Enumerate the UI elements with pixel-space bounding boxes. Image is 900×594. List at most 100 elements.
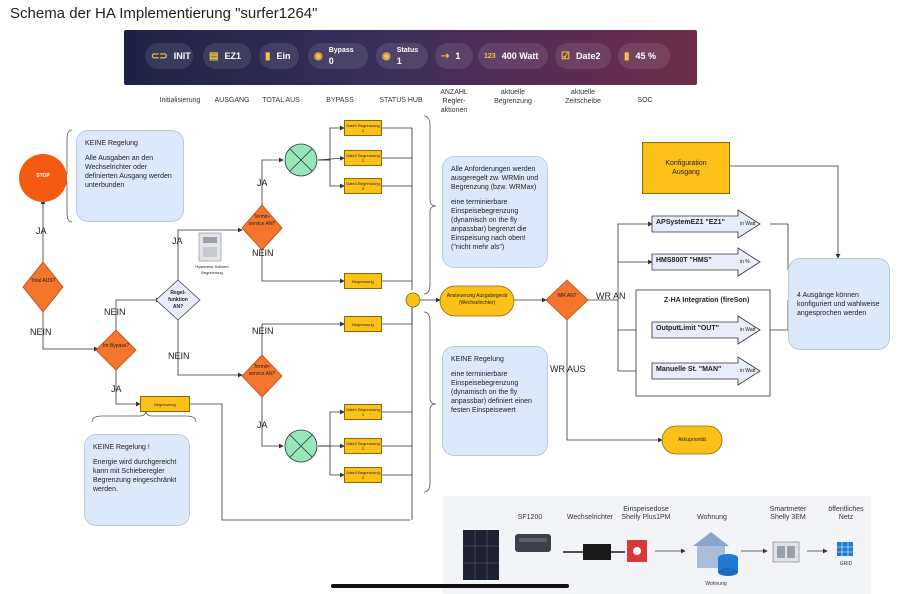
regleraktionen-pill[interactable]: ⇢1 (435, 43, 473, 69)
sf1200-icon (515, 534, 551, 552)
zeitscheibe-pill[interactable]: ☑Date2 (555, 43, 611, 69)
caption-status-hub: STATUS HUB (379, 97, 423, 104)
number-icon: 123 (484, 52, 496, 60)
smartmeter-icon (772, 541, 800, 563)
date3-bottom-box: Date3 Begrenzung 3 (344, 467, 382, 483)
smartmeter-label: Smartmeter Shelly 3EM (769, 506, 807, 521)
ja-label-bypass: JA (111, 384, 122, 394)
list-icon: ▤ (209, 50, 219, 62)
grid-label: GRID (839, 561, 853, 567)
init-pill[interactable]: ⊂⊃INIT (145, 43, 193, 69)
wechselrichter-label: Wechselrichter (566, 514, 614, 521)
inverter-icon (563, 544, 625, 560)
eye-icon: ◉ (314, 50, 323, 62)
out-label: OutputLimit "OUT" (656, 325, 720, 332)
regelfunktion-diamond (155, 279, 201, 321)
akku-label: Akkupriorität (678, 437, 706, 443)
ausgang-pill[interactable]: ▤EZ1 (203, 43, 251, 69)
note-keine-regelung-top: KEINE Regelung Alle Ausgaben an den Wech… (76, 130, 184, 222)
hardware-diagram (463, 530, 853, 580)
hardware-panel (443, 496, 871, 594)
termin-bottom-diamond (241, 354, 283, 398)
note-keine-regelung-mid: KEINE Regelung eine terminierbare Einspe… (442, 346, 548, 456)
home-indicator[interactable] (331, 584, 569, 588)
hysterese-device-icon (198, 232, 222, 262)
begrenzung-bypass-box: Begrenzung (140, 396, 190, 412)
caption-ausgang: AUSGANG (214, 97, 250, 104)
total-aus-label: Total AUS? (30, 278, 56, 284)
nein-label-total: NEIN (30, 327, 52, 337)
sf1200-label: SF1200 (517, 514, 543, 521)
ansteuerung-label: Ansteuerung Ausgabegerät (Wechselrichter… (446, 293, 508, 306)
date2-top-box: Date2 Begrenzung 2 (344, 150, 382, 166)
nein-label-bypass: NEIN (104, 307, 126, 317)
soc-pill[interactable]: ▮45 % (618, 43, 670, 69)
ja-label-regel: JA (172, 236, 183, 246)
switch-top (284, 143, 318, 177)
toggle-icon: ⊂⊃ (151, 50, 168, 62)
nein-label-termin-top: NEIN (252, 248, 274, 258)
total-aus-diamond (22, 261, 64, 313)
einspeisedose-label: Einspeisedose Shelly Plus1PM (621, 506, 671, 521)
date1-top-box: Date1 Begrenzung 1 (344, 120, 382, 136)
note-ausgaenge: 4 Ausgänge können konfiguriert und wahlw… (788, 258, 890, 350)
hms-unit: in % (740, 259, 750, 265)
database-icon (718, 554, 738, 576)
solar-panel-icon (463, 530, 499, 580)
ja-label-termin-top: JA (257, 178, 268, 188)
battery-icon: ▮ (265, 50, 271, 62)
note-anforderungen: Alle Anforderungen werden ausgeregelt zw… (442, 156, 548, 268)
bypass-label: Im Bypass? (102, 343, 130, 349)
hms-label: HMS800T "HMS" (656, 257, 712, 264)
konfiguration-box: Konfiguration Ausgang (642, 142, 730, 194)
ez1-unit: in Watt (740, 221, 756, 227)
nein-label-termin-bottom: NEIN (252, 326, 274, 336)
man-label: Manuelle St. "MAN" (656, 366, 722, 373)
total-aus-pill[interactable]: ▮Ein (259, 43, 299, 69)
wr-aus-branch-label: WR AUS (550, 364, 586, 374)
netz-label: öffentliches Netz (828, 506, 864, 521)
switch-bottom (284, 429, 318, 463)
caption-init: Initialisierung (159, 97, 201, 104)
integration-box (635, 289, 771, 397)
ja-label-termin-bottom: JA (257, 420, 268, 430)
integration-title: Z-HA Integration (fireSon) (664, 297, 750, 304)
nein-label-regel: NEIN (168, 351, 190, 361)
stop-node (19, 154, 67, 202)
caption-bypass: BYPASS (326, 97, 354, 104)
grid-icon (837, 542, 853, 556)
page-title: Schema der HA Implementierung "surfer126… (10, 5, 318, 22)
out-unit: in Watt (740, 327, 756, 333)
date2-bottom-box: Date2 Begrenzung 2 (344, 438, 382, 454)
date1-bottom-box: Date1 Begrenzung 1 (344, 404, 382, 420)
begrenzung-mid-box: Begrenzung (344, 316, 382, 332)
hms-arrow (651, 247, 761, 277)
caption-total-aus: TOTAL AUS (262, 97, 300, 104)
ansteuerung-node (439, 285, 515, 317)
ja-label-total: JA (36, 226, 47, 236)
date3-top-box: Date3 Begrenzung 3 (344, 178, 382, 194)
termin-top-diamond (241, 204, 283, 251)
eye-icon: ◉ (382, 50, 391, 62)
wr-an-branch-label: WR AN (596, 291, 626, 301)
man-arrow (651, 356, 761, 386)
caption-begrenzung: aktuelle Begrenzung (494, 89, 532, 105)
wohnung-label: Wohnung (697, 514, 727, 521)
wohnung-small-label: Wohnung (705, 581, 727, 587)
out-arrow (651, 315, 761, 345)
wr-an-diamond (545, 279, 589, 321)
caption-soc: SOC (637, 97, 653, 104)
status-bar (124, 30, 697, 85)
hysterese-label: Hysterese Sollwert Begrenzung (195, 264, 229, 275)
bypass-diamond (95, 329, 137, 371)
termin-top-label: Termin-service AN? (248, 214, 276, 227)
calendar-check-icon: ☑ (561, 50, 570, 62)
caption-zeitscheibe: aktuelle Zeitscheibe (565, 89, 601, 105)
regelfunktion-label: Regel-funktion AN? (168, 290, 188, 310)
ez1-label: APSystemEZ1 "EZ1" (656, 219, 725, 226)
collector-node (405, 292, 421, 308)
